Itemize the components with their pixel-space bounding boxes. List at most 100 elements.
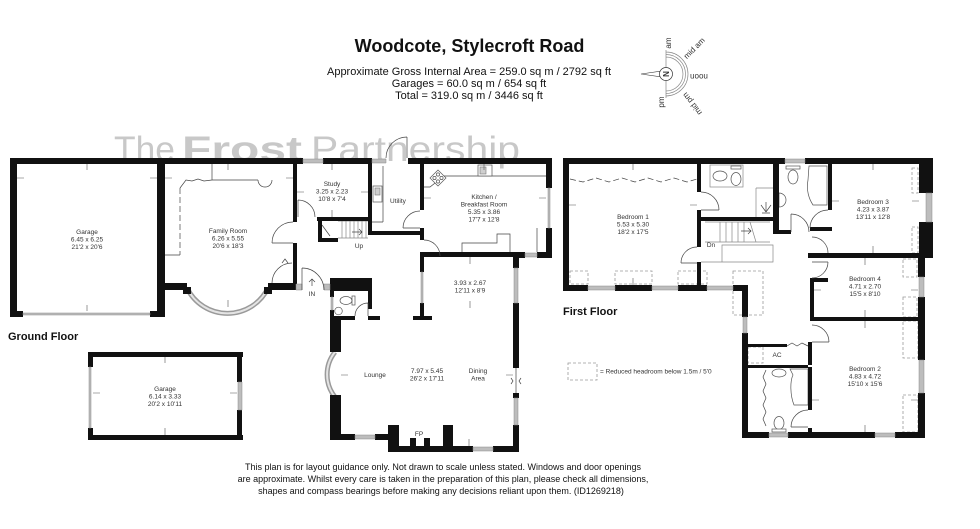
- room-name-line2: Breakfast Room: [461, 202, 508, 209]
- toilet-icon: [339, 296, 353, 305]
- compass-noon: noon: [690, 72, 708, 81]
- wc-cistern-icon: [785, 165, 801, 170]
- wc-cistern-icon: [771, 428, 787, 433]
- room-metric: 6.45 x 6.25: [71, 237, 104, 244]
- room-name: Bedroom 2: [849, 366, 881, 373]
- room-metric: 4.71 x 2.70: [849, 284, 882, 291]
- bathroom-vanity: [709, 164, 744, 188]
- entrance-label: IN: [309, 291, 316, 298]
- lounge-bay-window-glazing: [326, 351, 336, 398]
- burner-icon: [436, 172, 440, 177]
- airing-cupboard-label: AC: [772, 352, 781, 359]
- room-metric: 6.14 x 3.33: [149, 394, 182, 401]
- ground-floor-doors: [271, 136, 522, 393]
- basin-icon: [778, 192, 787, 208]
- room-bedroom-3: Bedroom 3 4.23 x 3.87 13'11 x 12'8: [856, 199, 891, 221]
- room-metric: 5.53 x 5.30: [617, 222, 650, 229]
- room-imperial: 12'11 x 8'9: [455, 288, 486, 295]
- first-floor-title: First Floor: [563, 306, 618, 318]
- room-imperial: 17'7 x 12'8: [468, 217, 499, 224]
- room-name: Study: [324, 181, 341, 188]
- header: Woodcote, Stylecroft Road Approximate Gr…: [327, 36, 611, 102]
- shower-icon: [760, 202, 772, 214]
- fireplace-label: FP: [415, 431, 423, 438]
- family-room-bay-window-glazing: [186, 287, 269, 315]
- airing-cupboard-bifold-door: [786, 342, 809, 347]
- compass-mid-pm: mid pm: [681, 90, 704, 116]
- ground-floor-title: Ground Floor: [8, 331, 79, 343]
- room-name: Garage: [154, 386, 176, 393]
- first-floor-windows: [587, 158, 933, 438]
- first-floor-doors: [680, 191, 830, 428]
- bedroom-1-wardrobe: [569, 177, 698, 183]
- utility-worktop: [372, 166, 384, 223]
- compass-mid-am: mid am: [682, 36, 707, 61]
- room-imperial: 21'2 x 20'6: [71, 244, 102, 251]
- stairs-direction-arrow-icon: [741, 227, 752, 235]
- basin-icon: [712, 170, 728, 182]
- room-bedroom-1: Bedroom 1 5.53 x 5.30 18'2 x 17'5: [617, 214, 650, 236]
- compass-pm: pm: [657, 96, 666, 107]
- room-imperial: 20'2 x 10'11: [148, 401, 183, 408]
- disclaimer: This plan is for layout guidance only. N…: [238, 462, 649, 496]
- burner-icon: [436, 179, 440, 184]
- compass-am: am: [664, 37, 673, 48]
- hob-icon: [429, 169, 447, 187]
- room-imperial: 13'11 x 12'8: [856, 214, 891, 221]
- room-name: Garage: [76, 229, 98, 236]
- room-family-room: Family Room 6.26 x 5.55 20'6 x 18'3: [209, 228, 247, 250]
- shower-enclosure: [755, 187, 773, 217]
- disclaimer-line: This plan is for layout guidance only. N…: [245, 462, 642, 472]
- toilet-icon: [773, 416, 785, 430]
- room-kitchen: Kitchen / Breakfast Room 5.35 x 3.86 17'…: [461, 194, 508, 224]
- utility-sink-bowl-icon: [374, 187, 381, 196]
- room-study: Study 3.25 x 2.23 10'8 x 7'4: [316, 181, 349, 203]
- room-dining-area: Dining Area: [469, 368, 488, 383]
- room-metric: 7.97 x 5.45: [411, 368, 444, 375]
- room-lounge: Lounge 7.97 x 5.45 26'2 x 17'11: [364, 368, 444, 383]
- room-name-line2: Area: [471, 376, 485, 383]
- disclaimer-line: shapes and compass bearings before makin…: [258, 486, 624, 496]
- wc-cistern-icon: [730, 165, 742, 170]
- room-name: Bedroom 1: [617, 214, 649, 221]
- gross-internal-area: Approximate Gross Internal Area = 259.0 …: [327, 66, 611, 78]
- disclaimer-line: are approximate. Whilst every care is ta…: [238, 474, 649, 484]
- detached-garage-door-and-window: [88, 366, 243, 429]
- room-metric: 3.25 x 2.23: [316, 189, 349, 196]
- room-imperial: 18'2 x 17'5: [617, 229, 648, 236]
- kitchen-sink-bowl-icon: [479, 166, 487, 175]
- basin-icon: [771, 368, 787, 378]
- first-floor-stairs: [701, 221, 774, 263]
- room-imperial: 15'5 x 8'10: [849, 291, 880, 298]
- room-name: Lounge: [364, 372, 386, 379]
- room-imperial: 20'6 x 18'3: [212, 243, 243, 250]
- garages-area: Garages = 60.0 sq m / 654 sq ft: [392, 78, 546, 90]
- family-room-cupboard: [165, 164, 273, 256]
- sun-path-arcs: [665, 50, 689, 98]
- burner-icon: [439, 176, 444, 180]
- ground-floor-walls: [10, 158, 552, 452]
- first-floor-plan: Bedroom 1 5.53 x 5.30 18'2 x 17'5 Bedroo…: [563, 158, 933, 438]
- room-imperial: 10'8 x 7'4: [318, 196, 346, 203]
- detached-garage-dimension-ticks: [93, 357, 237, 435]
- bath-icon: [807, 165, 828, 206]
- room-dining-extension: 3.93 x 2.67 12'11 x 8'9: [454, 280, 487, 295]
- ground-floor-plan: Garage 6.45 x 6.25 21'2 x 20'6 Family Ro…: [8, 136, 552, 452]
- stairs-down-label: Dn: [707, 242, 716, 249]
- compass-north: N: [662, 71, 671, 77]
- legend: = Reduced headroom below 1.5m / 5'0: [567, 362, 712, 381]
- en-suite-bifold-door: [762, 369, 767, 427]
- reduced-headroom-legend: = Reduced headroom below 1.5m / 5'0: [600, 369, 712, 376]
- toilet-icon: [730, 172, 742, 186]
- first-floor-dimension-ticks: [569, 164, 919, 432]
- reduced-headroom-swatch: [567, 362, 598, 381]
- room-bedroom-4: Bedroom 4 4.71 x 2.70 15'5 x 8'10: [849, 276, 882, 298]
- family-room-bay-window: [184, 286, 271, 316]
- room-name: Bedroom 3: [857, 199, 889, 206]
- room-imperial: 26'2 x 17'11: [410, 376, 445, 383]
- property-title: Woodcote, Stylecroft Road: [355, 36, 585, 56]
- north-needle-icon: [640, 70, 663, 78]
- stairs-up-label: Up: [355, 243, 364, 250]
- stairs-up-arrow-icon: [352, 228, 363, 236]
